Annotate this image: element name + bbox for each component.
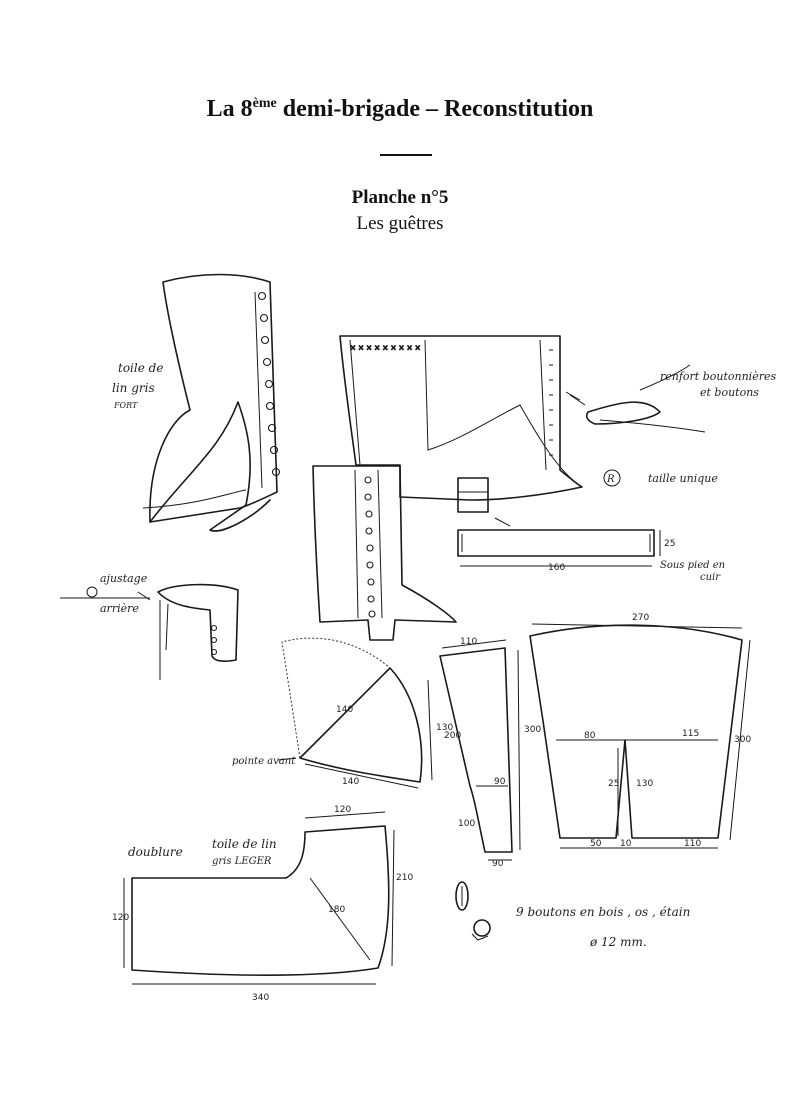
back-adjust-label-1: ajustage: [100, 572, 148, 585]
wedge-pattern-piece: [281, 637, 433, 789]
dim-lining-left: 120: [112, 913, 129, 923]
fabric-light-label-2: gris LEGER: [212, 856, 272, 867]
dim-dart-height: 130: [636, 779, 653, 789]
page-title: La 8ème demi-brigade – Reconstitution: [206, 96, 594, 122]
svg-text:× × × × × × × × ×: × × × × × × × × ×: [350, 344, 421, 352]
dim-wedge-base: 140: [342, 777, 359, 787]
dim-strap-length: 160: [548, 563, 565, 573]
buttons-label-2: ø 12 mm.: [589, 935, 647, 949]
dim-big-left-part: 80: [584, 731, 596, 741]
dim-panel-lower: 100: [458, 819, 475, 829]
fabric-strong-label-1: toile de: [118, 361, 163, 375]
reinforce-label-1: renfort boutonnières: [660, 370, 776, 383]
dim-lining-diag: 180: [328, 905, 345, 915]
dim-lining-right: 210: [396, 873, 413, 883]
dim-big-bottom-left: 50: [590, 839, 602, 849]
front-point-arrow: [277, 757, 297, 761]
dim-panel-top: 110: [460, 637, 477, 647]
dim-panel-bottom: 90: [492, 859, 504, 869]
dim-big-right: 300: [734, 735, 751, 745]
dim-panel-right: 300: [524, 725, 541, 735]
dim-lining-top: 120: [334, 805, 351, 815]
lining-pattern-piece: [123, 811, 395, 985]
back-adjust-sketch: [60, 583, 239, 680]
strap-loop-sketch: [457, 477, 511, 527]
big-panel-pattern-piece: [529, 623, 751, 849]
dim-dart-length: 25: [608, 779, 619, 789]
strap-pattern-piece: [457, 529, 661, 567]
dim-big-bottom-gap: 10: [620, 839, 632, 849]
size-label: taille unique: [648, 472, 718, 485]
dim-strap-width: 25: [664, 539, 675, 549]
reinforce-label-2: et boutons: [700, 386, 759, 399]
dim-big-right-part: 115: [682, 729, 699, 739]
buttons-label-1: 9 boutons en bois , os , étain: [516, 905, 690, 919]
dim-big-top: 270: [632, 613, 649, 623]
reinforcement-sketch: [565, 364, 706, 433]
title-divider: [380, 154, 432, 156]
fabric-light-label-1: toile de lin: [212, 837, 277, 851]
dim-big-bottom-right: 110: [684, 839, 701, 849]
plate-number: Planche n°5: [351, 187, 449, 208]
lining-label: doublure: [128, 845, 183, 859]
back-adjust-label-2: arrière: [100, 602, 139, 615]
front-point-label: pointe avant: [232, 756, 296, 767]
size-mark: R: [606, 474, 615, 485]
plate-subtitle: Les guêtres: [356, 213, 444, 234]
tall-panel-pattern-piece: [439, 639, 521, 861]
dim-wedge-height: 130: [436, 723, 453, 733]
fabric-strong-label-2: lin gris: [112, 381, 155, 395]
gaiter-flat-illustration: × × × × × × × × ×: [339, 335, 586, 501]
fabric-strong-label-3: FORT: [113, 401, 138, 410]
gaiter-assembled-illustration: [142, 273, 281, 532]
strap-label-2: cuir: [700, 572, 721, 583]
dim-panel-mid: 90: [494, 777, 506, 787]
strap-label-1: Sous pied en: [660, 560, 725, 571]
dim-lining-bottom: 340: [252, 993, 269, 1003]
gaiter-front-illustration: [312, 465, 457, 641]
size-mark-circle: [603, 469, 621, 487]
dim-wedge-radius: 140: [336, 705, 353, 715]
dim-panel-left: 200: [444, 731, 461, 741]
button-illustrations: [455, 881, 491, 941]
